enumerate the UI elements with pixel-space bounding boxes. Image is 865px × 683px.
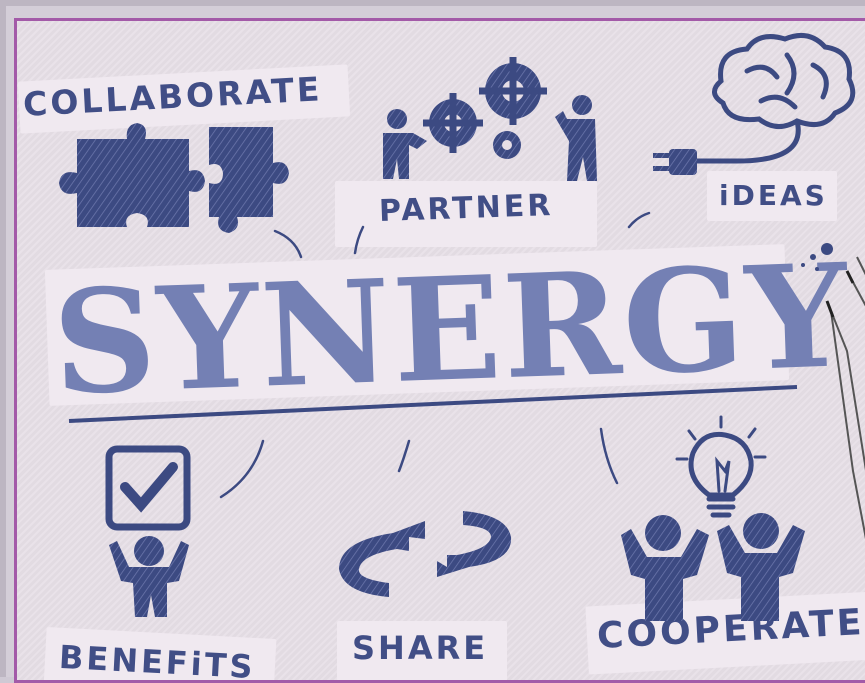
synergy-image: COLLABORATE PARTNER iDEAS SYNERGY BENEFi… — [14, 18, 865, 683]
pencils-icon — [825, 256, 865, 540]
plug-icon — [653, 149, 697, 175]
share-card — [337, 621, 507, 680]
lightbulb-icon — [675, 415, 767, 518]
cheering-people-icon — [621, 513, 805, 621]
ideas-card — [707, 171, 837, 221]
dots-decoration — [801, 243, 833, 271]
ideas-label: iDEAS — [719, 179, 828, 212]
brain-icon — [694, 32, 856, 164]
share-label: SHARE — [352, 629, 489, 667]
connector-lines — [219, 211, 651, 499]
synergy-underline — [68, 385, 798, 423]
checkbox-person-icon — [105, 445, 191, 617]
puzzle-pieces-icon — [59, 123, 289, 233]
partner-card — [335, 181, 597, 247]
exchange-arrows-icon — [339, 511, 512, 597]
people-with-gears-icon — [383, 57, 597, 181]
